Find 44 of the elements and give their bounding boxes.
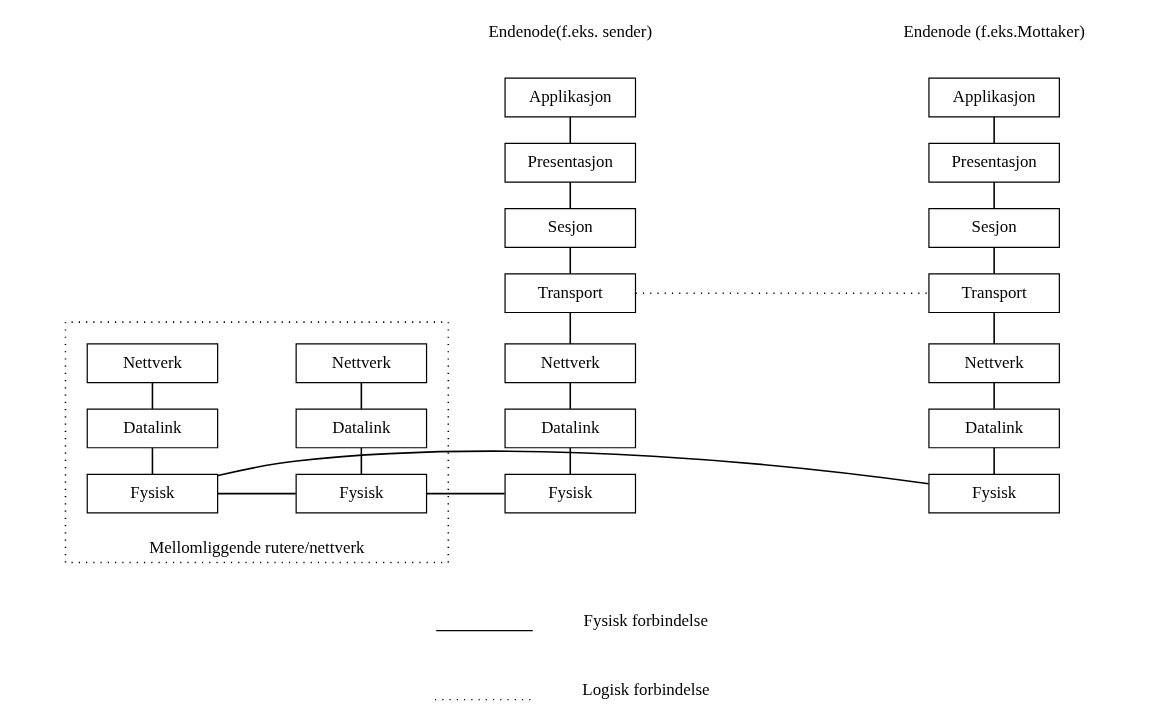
connector <box>151 447 154 475</box>
connector <box>569 311 572 345</box>
legend-label: Fysisk forbindelse <box>583 611 708 631</box>
connector <box>993 116 995 144</box>
node-box: Transport <box>928 273 1060 314</box>
connector <box>569 381 572 410</box>
node-box: Applikasjon <box>504 77 637 118</box>
node-box: Datalink <box>504 408 637 449</box>
node-box: Sesjon <box>504 208 637 248</box>
connector <box>569 246 572 275</box>
connector <box>993 246 995 275</box>
connector <box>360 447 363 475</box>
connector <box>993 447 995 475</box>
connector <box>569 447 572 475</box>
node-box: Nettverk <box>86 343 219 384</box>
connector <box>360 381 363 410</box>
node-box: Nettverk <box>928 343 1060 384</box>
connector <box>993 381 995 410</box>
connector <box>216 492 297 495</box>
connector <box>569 181 572 210</box>
node-box: Nettverk <box>504 343 637 384</box>
connector <box>217 450 930 485</box>
node-box: Nettverk <box>295 343 428 384</box>
node-box: Applikasjon <box>928 77 1060 118</box>
node-box: Transport <box>504 273 637 314</box>
connector <box>425 492 506 495</box>
legend-label: Logisk forbindelse <box>582 679 710 699</box>
connector <box>993 311 995 345</box>
connector <box>151 381 154 410</box>
node-box: Fysisk <box>928 473 1060 514</box>
node-box: Presentasjon <box>928 142 1060 183</box>
node-box: Sesjon <box>928 208 1060 248</box>
node-box: Datalink <box>295 408 428 449</box>
node-box: Datalink <box>86 408 219 449</box>
connector <box>569 116 572 144</box>
connector <box>634 292 930 294</box>
node-box: Fysisk <box>504 473 637 514</box>
node-box: Datalink <box>928 408 1060 449</box>
node-box: Presentasjon <box>504 142 637 183</box>
connector <box>993 181 995 210</box>
label: Endenode (f.eks.Mottaker) <box>903 21 1085 41</box>
label: Endenode(f.eks. sender) <box>488 21 653 41</box>
node-box: Fysisk <box>295 473 428 514</box>
node-box: Fysisk <box>86 473 219 514</box>
